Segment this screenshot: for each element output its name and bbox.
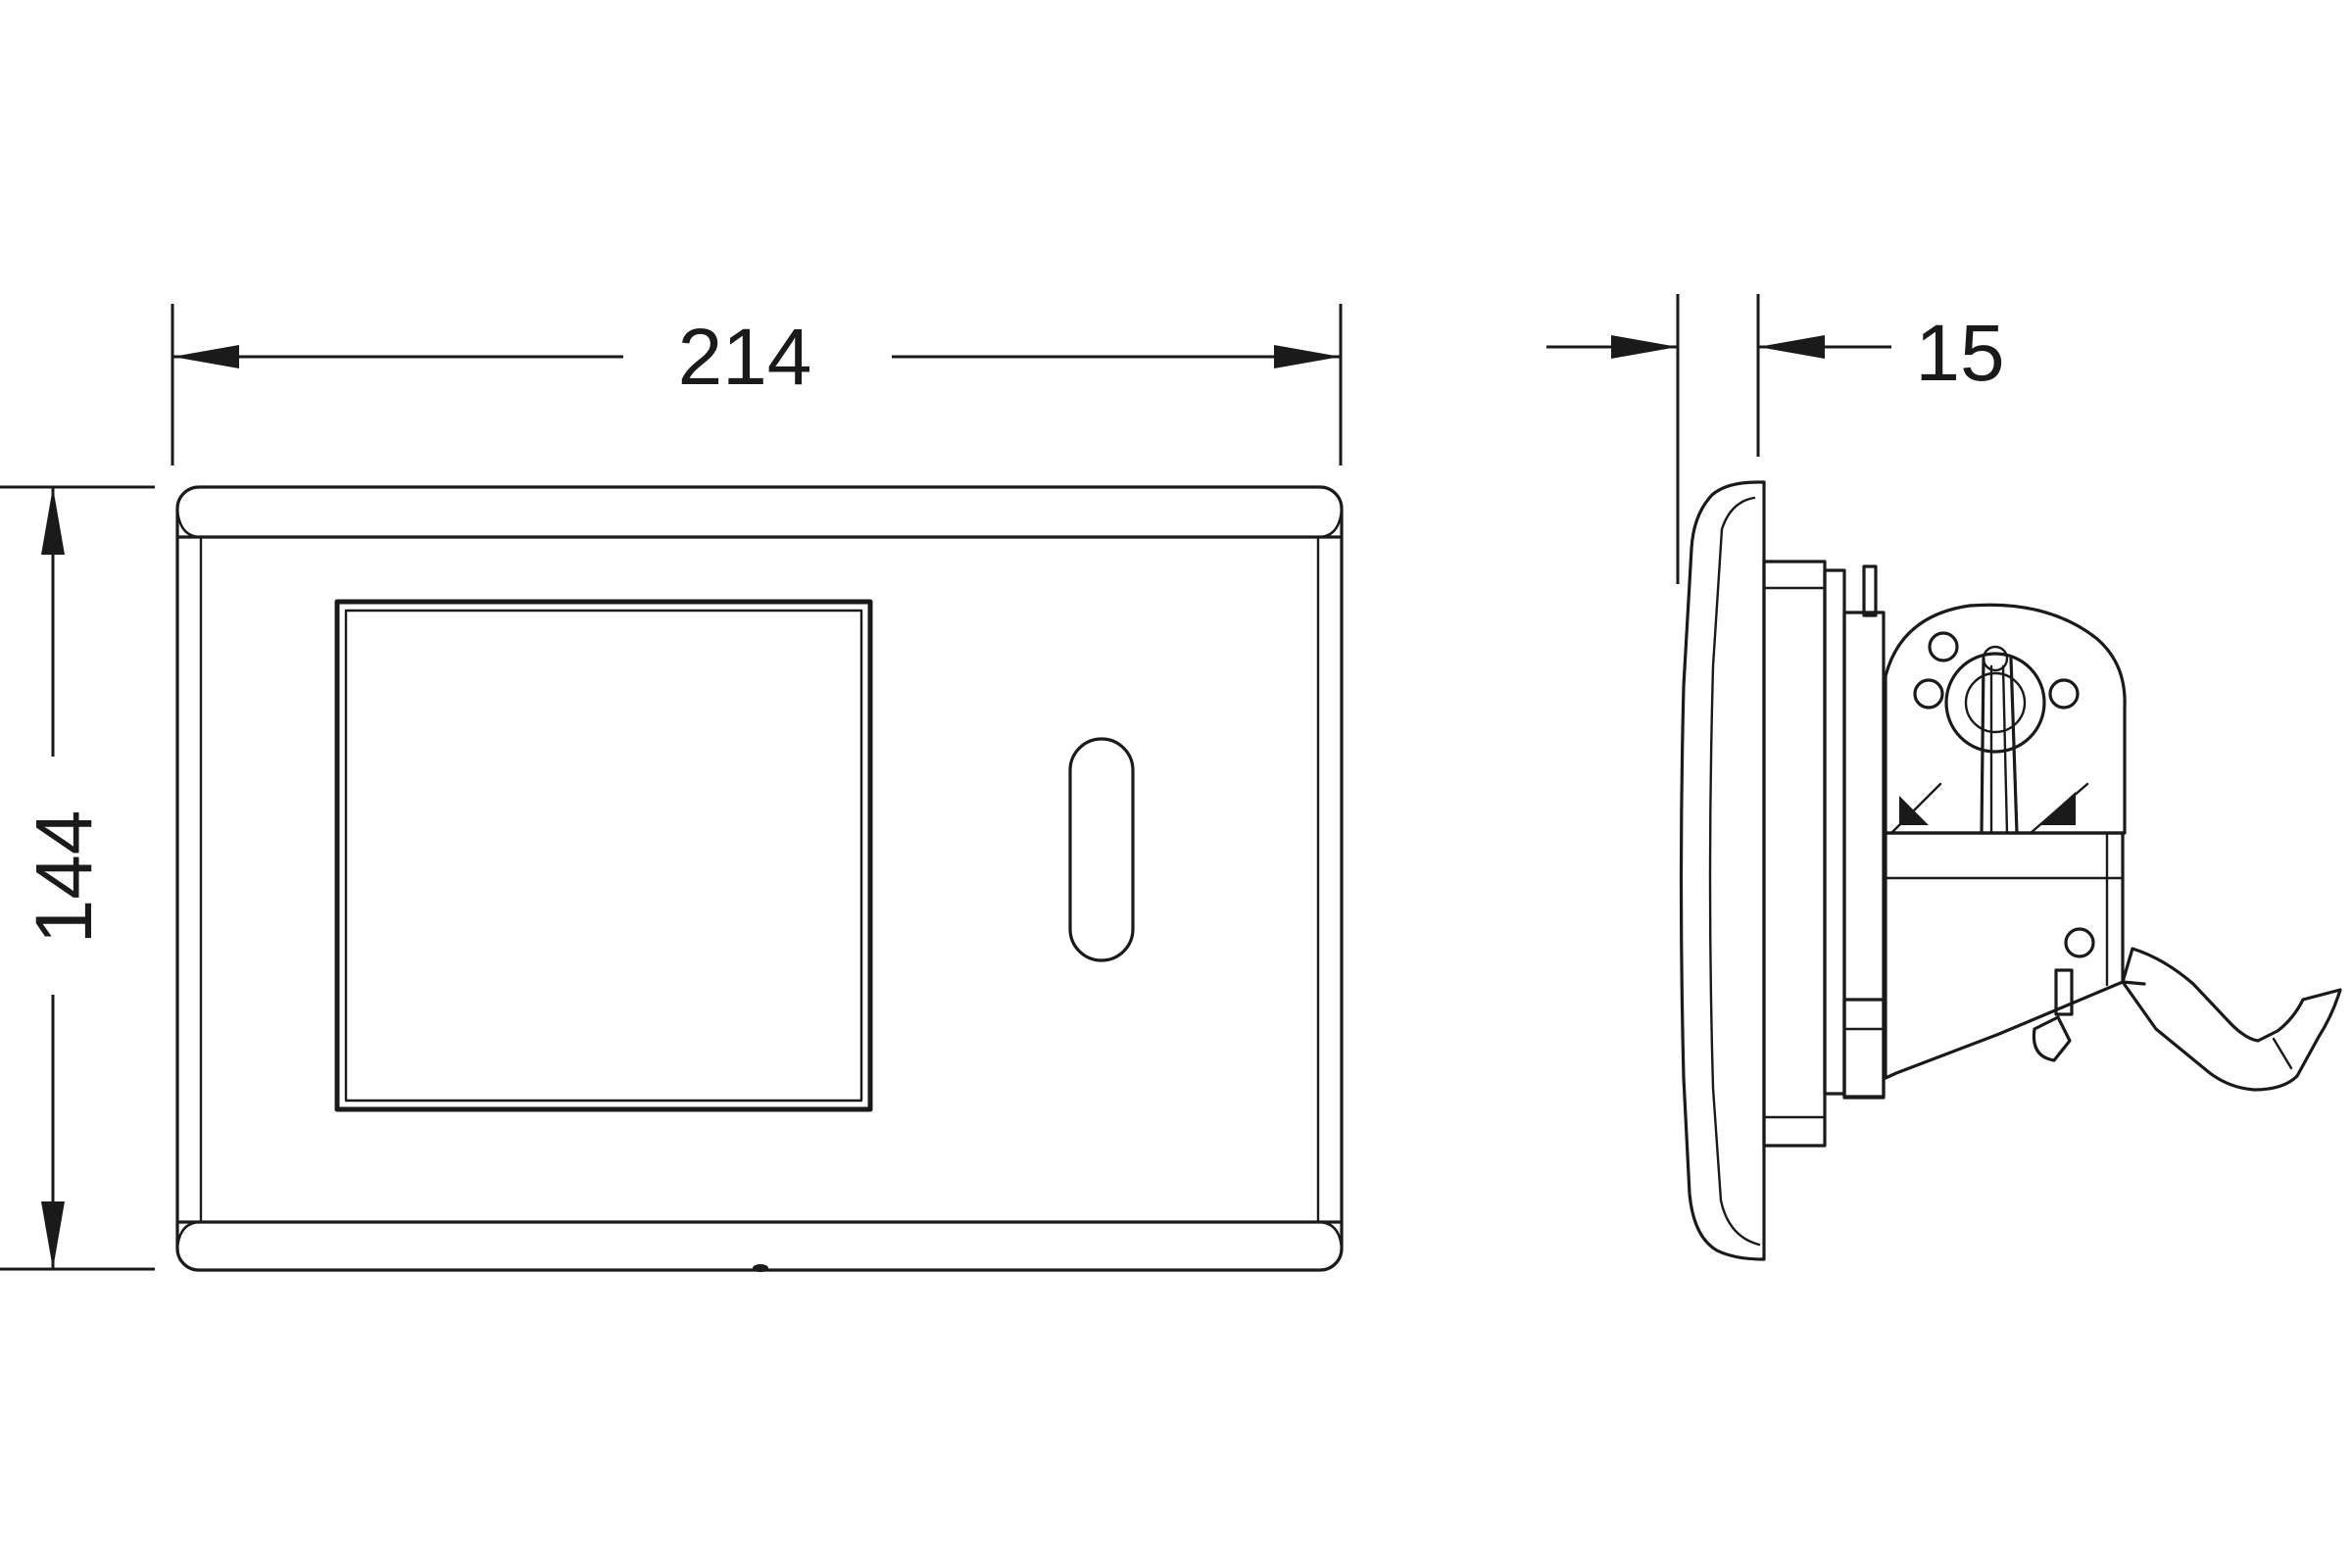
side-lever-hook <box>2121 947 2342 1092</box>
side-latch-hole <box>2064 927 2095 958</box>
side-hatch-line-right <box>2029 782 2089 835</box>
front-bottom-mark <box>753 1264 768 1272</box>
width-arrow-left <box>172 345 239 368</box>
side-cover-plate-inner <box>1708 496 1761 1247</box>
side-valve-stem-inner <box>1989 664 2009 835</box>
front-corner-bl <box>175 1220 203 1250</box>
depth-dimension-label: 15 <box>1915 309 2004 398</box>
side-valve-bolt-left <box>1913 678 1944 710</box>
depth-arrow-left <box>1611 335 1678 359</box>
side-valve-hole <box>1928 631 1959 662</box>
width-arrow-right <box>1274 345 1341 368</box>
depth-dimension: 15 <box>1546 294 2005 584</box>
side-valve-stem <box>1980 657 2019 835</box>
side-view <box>1679 480 2342 1261</box>
side-mount-frame <box>1762 560 1827 1148</box>
side-valve-ring-outer <box>1944 652 2046 754</box>
side-valve-bolt-right <box>2048 678 2080 710</box>
front-corner-tl <box>175 507 203 539</box>
width-dimension: 214 <box>171 304 1343 466</box>
depth-arrow-right <box>1758 335 1825 359</box>
side-valve-housing <box>1884 603 2127 835</box>
side-latch <box>2054 968 2074 1016</box>
height-dimension-label: 144 <box>20 810 109 945</box>
height-dimension: 144 <box>0 485 155 1271</box>
side-lever-hook-inner <box>2272 1037 2293 1070</box>
display-window-outer <box>334 599 873 1112</box>
height-arrow-bottom <box>41 1201 65 1269</box>
front-view <box>175 485 1344 1272</box>
side-latch-foot <box>2032 1015 2072 1062</box>
width-dimension-label: 214 <box>678 313 812 402</box>
side-valve-ring-inner <box>1964 671 2027 734</box>
display-window-inner <box>344 609 863 1102</box>
front-plate-outline <box>175 485 1344 1272</box>
front-corner-br <box>1316 1220 1344 1250</box>
side-lower-body <box>1884 831 2125 1080</box>
side-back-plate <box>1823 568 1846 1096</box>
side-hatch-line-left <box>1889 782 1942 835</box>
side-lower-connector <box>2121 980 2146 986</box>
sensor-slot <box>1068 737 1135 962</box>
height-arrow-top <box>41 487 65 555</box>
side-back-plate-2 <box>1842 611 1886 1099</box>
side-top-pin <box>1862 564 1878 617</box>
side-back-plate-3 <box>1842 998 1886 1100</box>
front-corner-tr <box>1316 507 1344 539</box>
side-cover-plate <box>1679 480 1766 1261</box>
